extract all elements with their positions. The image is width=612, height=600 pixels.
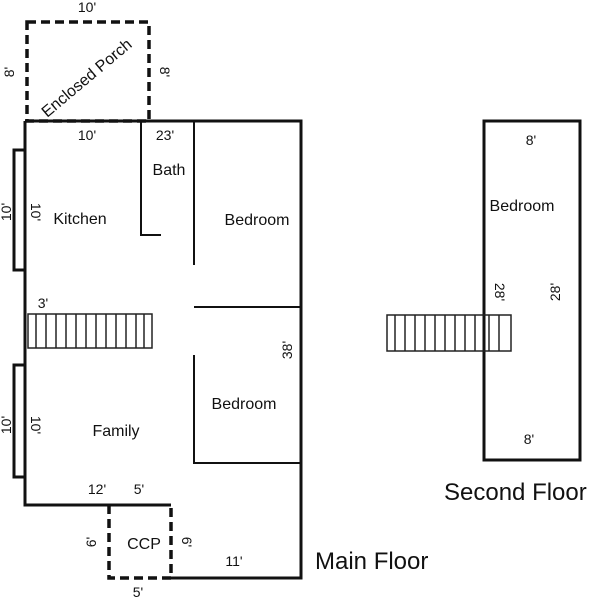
kitchen-label: Kitchen — [53, 211, 106, 228]
family-bay — [12, 363, 25, 479]
dim-stair: 3' — [38, 295, 48, 311]
dim-kitchen-inner: 10' — [28, 203, 44, 221]
dim-porch-right: 8' — [157, 67, 173, 77]
dim-porch-top: 10' — [78, 0, 96, 15]
second-floor-caption: Second Floor — [444, 479, 587, 506]
dim-second-top: 8' — [526, 132, 536, 148]
main-floor-caption: Main Floor — [315, 548, 428, 575]
dim-second-outer: 28' — [547, 283, 563, 301]
second-stairs — [386, 314, 512, 352]
bedroom-bottom-label: Bedroom — [212, 396, 277, 413]
bedroom-top-label: Bedroom — [225, 212, 290, 229]
dim-second-inner: 28' — [492, 283, 508, 301]
second-bedroom-label: Bedroom — [490, 198, 555, 215]
dim-porch-bottom: 10' — [78, 127, 96, 143]
dim-second-bottom: 8' — [524, 431, 534, 447]
dim-porch-left: 8' — [1, 67, 17, 77]
ccp-outline — [107, 505, 173, 580]
family-label: Family — [92, 423, 139, 440]
dim-house-right: 38' — [279, 341, 295, 359]
dim-ccp-left: 6' — [83, 537, 99, 547]
bath-wall — [140, 121, 161, 236]
dim-family-bottom: 12' — [88, 481, 106, 497]
lower-bedroom-wall — [193, 355, 301, 464]
dim-bottom-right: 11' — [225, 553, 242, 569]
dim-ccp-top: 5' — [134, 481, 144, 497]
second-floor: Bedroom 8' 8' 28' 28' Second Floor — [386, 119, 587, 506]
bath-label: Bath — [153, 162, 186, 179]
dim-ccp-right: 6' — [179, 537, 195, 547]
kitchen-bay — [12, 148, 25, 272]
main-floor: Enclosed Porch 10' 8' 8' — [0, 0, 428, 600]
dim-kitchen-outer: 10' — [0, 203, 14, 221]
dim-family-inner: 10' — [28, 416, 44, 434]
ccp-label: CCP — [127, 536, 161, 553]
main-stairs — [27, 313, 153, 349]
main-house-walls — [23, 119, 303, 580]
dim-ccp-bottom: 5' — [133, 584, 143, 600]
dim-bath-top: 23' — [156, 127, 174, 143]
second-floor-walls — [482, 119, 582, 462]
porch-label: Enclosed Porch — [39, 36, 136, 121]
dim-family-outer: 10' — [0, 416, 14, 434]
